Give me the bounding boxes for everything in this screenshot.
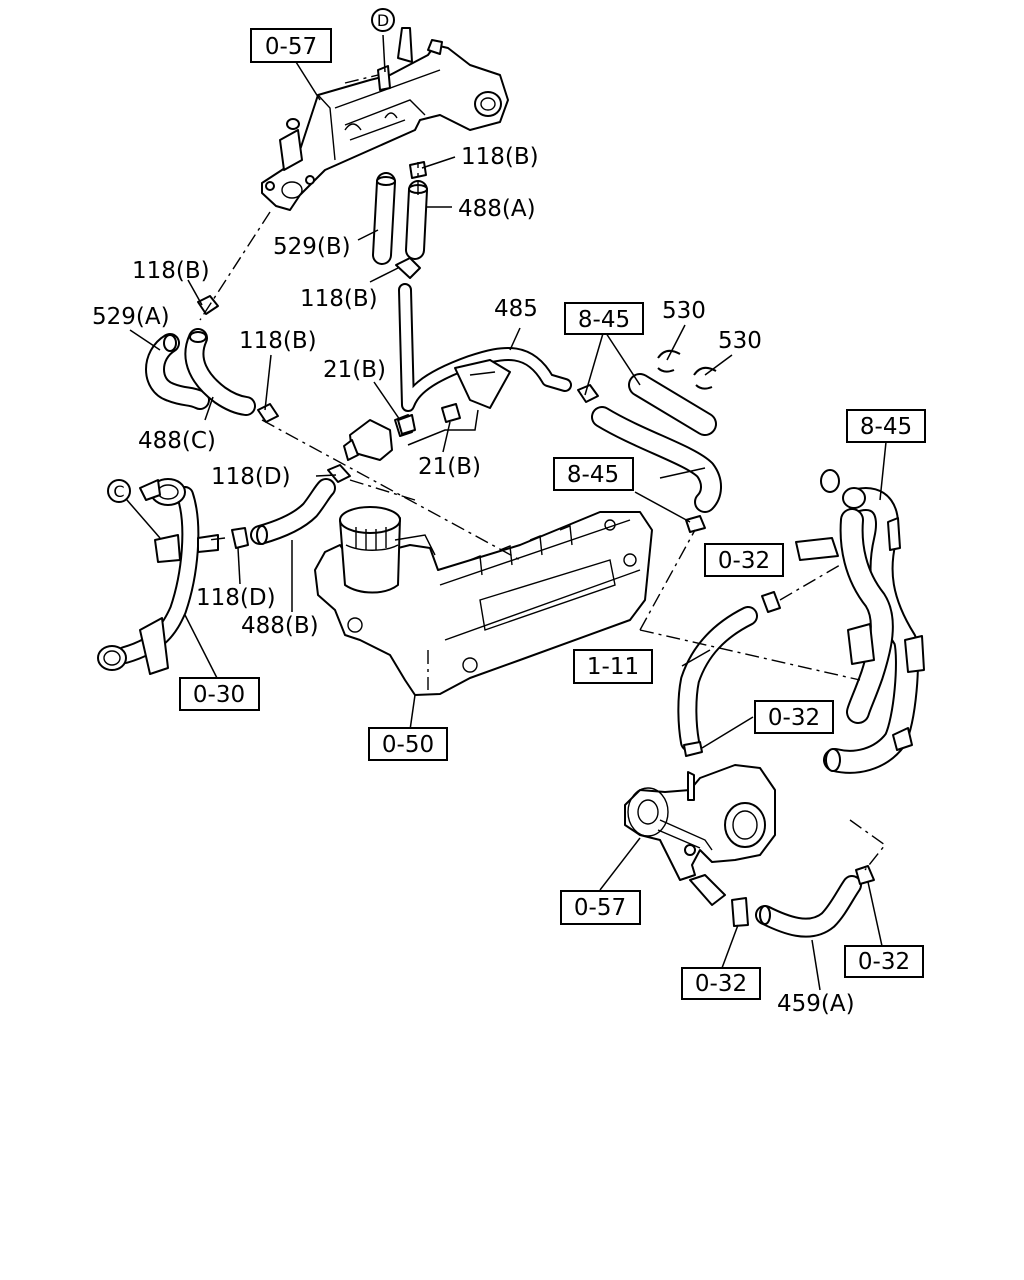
circled-d: D [371, 8, 395, 32]
ref-box-111: 1-11 [573, 649, 653, 684]
svg-text:8-45: 8-45 [567, 462, 619, 488]
svg-text:8-45: 8-45 [578, 307, 630, 333]
label-118b-3: 118(B) [300, 286, 378, 312]
label-530-1: 530 [662, 298, 706, 324]
label-118d-1: 118(D) [211, 464, 291, 490]
svg-text:0-57: 0-57 [574, 895, 626, 921]
hose-459a [755, 875, 862, 938]
label-529a: 529(A) [92, 304, 170, 330]
oil-cooler-housing [314, 506, 653, 696]
circled-c: C [107, 479, 131, 503]
svg-text:1-11: 1-11 [587, 654, 639, 680]
ref-box-032-c: 0-32 [681, 967, 761, 1000]
label-530-2: 530 [718, 328, 762, 354]
ref-box-032-b: 0-32 [754, 700, 834, 734]
ref-box-030: 0-30 [179, 677, 260, 711]
hose-529b [372, 172, 396, 265]
egr-cooler [261, 27, 509, 211]
ref-box-050: 0-50 [368, 727, 448, 761]
svg-text:0-32: 0-32 [768, 705, 820, 731]
svg-text:0-50: 0-50 [382, 732, 434, 758]
hose-529a [145, 333, 210, 410]
ref-box-845-a: 8-45 [564, 302, 644, 335]
label-488a: 488(A) [458, 196, 536, 222]
hose-111 [677, 606, 758, 752]
label-118d-2: 118(D) [196, 585, 276, 611]
ref-box-057-top: 0-57 [250, 28, 332, 63]
ref-box-032-d: 0-32 [844, 945, 924, 978]
label-488b: 488(B) [241, 613, 319, 639]
leader-lines [119, 34, 887, 991]
label-118b-4: 118(B) [239, 328, 317, 354]
svg-text:8-45: 8-45 [860, 414, 912, 440]
label-21b-2: 21(B) [418, 454, 481, 480]
svg-text:0-57: 0-57 [265, 34, 317, 60]
label-21b-1: 21(B) [323, 357, 386, 383]
ref-box-032-a: 0-32 [704, 543, 784, 577]
svg-text:0-32: 0-32 [718, 548, 770, 574]
label-118b-1: 118(B) [461, 144, 539, 170]
egr-valve [624, 764, 776, 906]
pipe-assembly-845 [795, 469, 925, 774]
label-459a: 459(A) [777, 991, 855, 1017]
label-485: 485 [494, 296, 538, 322]
label-488c: 488(C) [138, 428, 216, 454]
pipe-485 [398, 283, 572, 412]
svg-text:0-30: 0-30 [193, 682, 245, 708]
ref-box-845-b: 8-45 [846, 409, 926, 443]
clamps [197, 161, 875, 927]
svg-text:0-32: 0-32 [858, 949, 910, 975]
label-118b-2: 118(B) [132, 258, 210, 284]
svg-text:C: C [113, 482, 124, 501]
hose-488c [184, 328, 256, 416]
hose-488b [250, 478, 336, 545]
center-lines [199, 74, 887, 871]
ref-box-845-c: 8-45 [553, 457, 634, 491]
ref-box-057-bottom: 0-57 [560, 890, 641, 925]
svg-text:0-32: 0-32 [695, 971, 747, 997]
label-529b: 529(B) [273, 234, 351, 260]
svg-text:D: D [377, 11, 389, 30]
